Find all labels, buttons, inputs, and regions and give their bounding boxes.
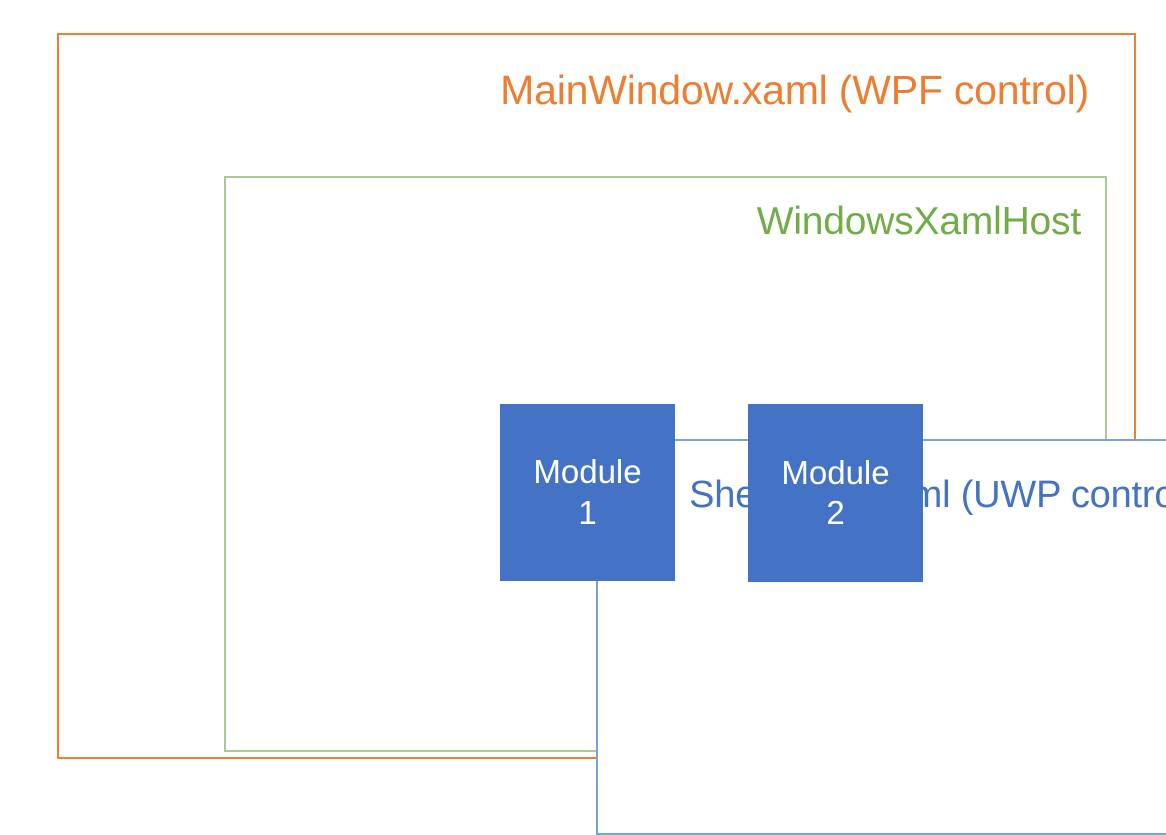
module-block-2-line1: Module	[781, 453, 890, 491]
container-mainwindow-wpf-label: MainWindow.xaml (WPF control)	[500, 67, 1089, 113]
container-mainwindow-wpf: MainWindow.xaml (WPF control) WindowsXam…	[57, 33, 1166, 835]
diagram-canvas: MainWindow.xaml (WPF control) WindowsXam…	[57, 33, 1166, 835]
container-windowsxamlhost-label: WindowsXamlHost	[756, 200, 1081, 243]
module-block-2-line2: 2	[826, 494, 845, 531]
module-block-1-line2: 1	[578, 493, 597, 531]
module-block-1-line1: Module	[533, 453, 642, 491]
container-windowsxamlhost: WindowsXamlHost ShellPage.xaml (UWP cont…	[224, 176, 1166, 835]
